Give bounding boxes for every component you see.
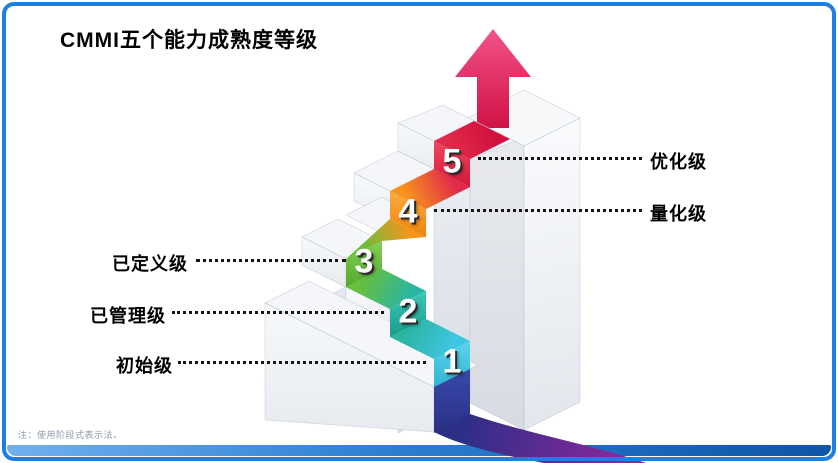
label-defined-level: 已定义级 (112, 254, 188, 274)
step-number-3: 3 (354, 242, 374, 281)
label-managed-level: 已管理级 (90, 306, 166, 326)
ribbon-base-drop (434, 369, 470, 433)
label-initial-level: 初始级 (116, 356, 173, 376)
footnote: 注：使用阶段式表示法。 (18, 430, 123, 440)
step-number-5: 5 (442, 142, 462, 181)
tread-4-5 (390, 169, 470, 209)
riser-level-4 (390, 191, 426, 237)
tread-5-top (434, 121, 510, 159)
label-quantified-level: 量化级 (650, 204, 707, 224)
leader-line-level-3 (196, 259, 346, 262)
slide-title: CMMI五个能力成熟度等级 (60, 29, 318, 52)
up-arrow (455, 29, 531, 128)
step-number-1: 1 (442, 342, 462, 381)
ribbon-base-purple (434, 369, 646, 463)
maturity-ribbon (346, 121, 510, 387)
leader-line-level-5 (478, 157, 642, 160)
riser-level-2 (390, 291, 426, 337)
ribbon-base-sweep (434, 414, 646, 463)
tower-left-face (467, 117, 525, 431)
riser-level-3 (346, 241, 382, 287)
tread-2-3 (346, 269, 426, 309)
riser-level-5 (434, 141, 470, 187)
riser-level-1 (434, 341, 470, 387)
tower-right-face (523, 117, 581, 431)
leader-line-level-1 (178, 361, 426, 364)
step-number-2: 2 (398, 292, 418, 331)
leader-line-level-4 (434, 209, 642, 212)
tread-1-2 (390, 319, 470, 359)
step-number-4: 4 (398, 192, 418, 231)
bottom-accent-bar (7, 445, 831, 456)
leader-line-level-2 (172, 311, 384, 314)
label-optimizing-level: 优化级 (650, 152, 707, 172)
